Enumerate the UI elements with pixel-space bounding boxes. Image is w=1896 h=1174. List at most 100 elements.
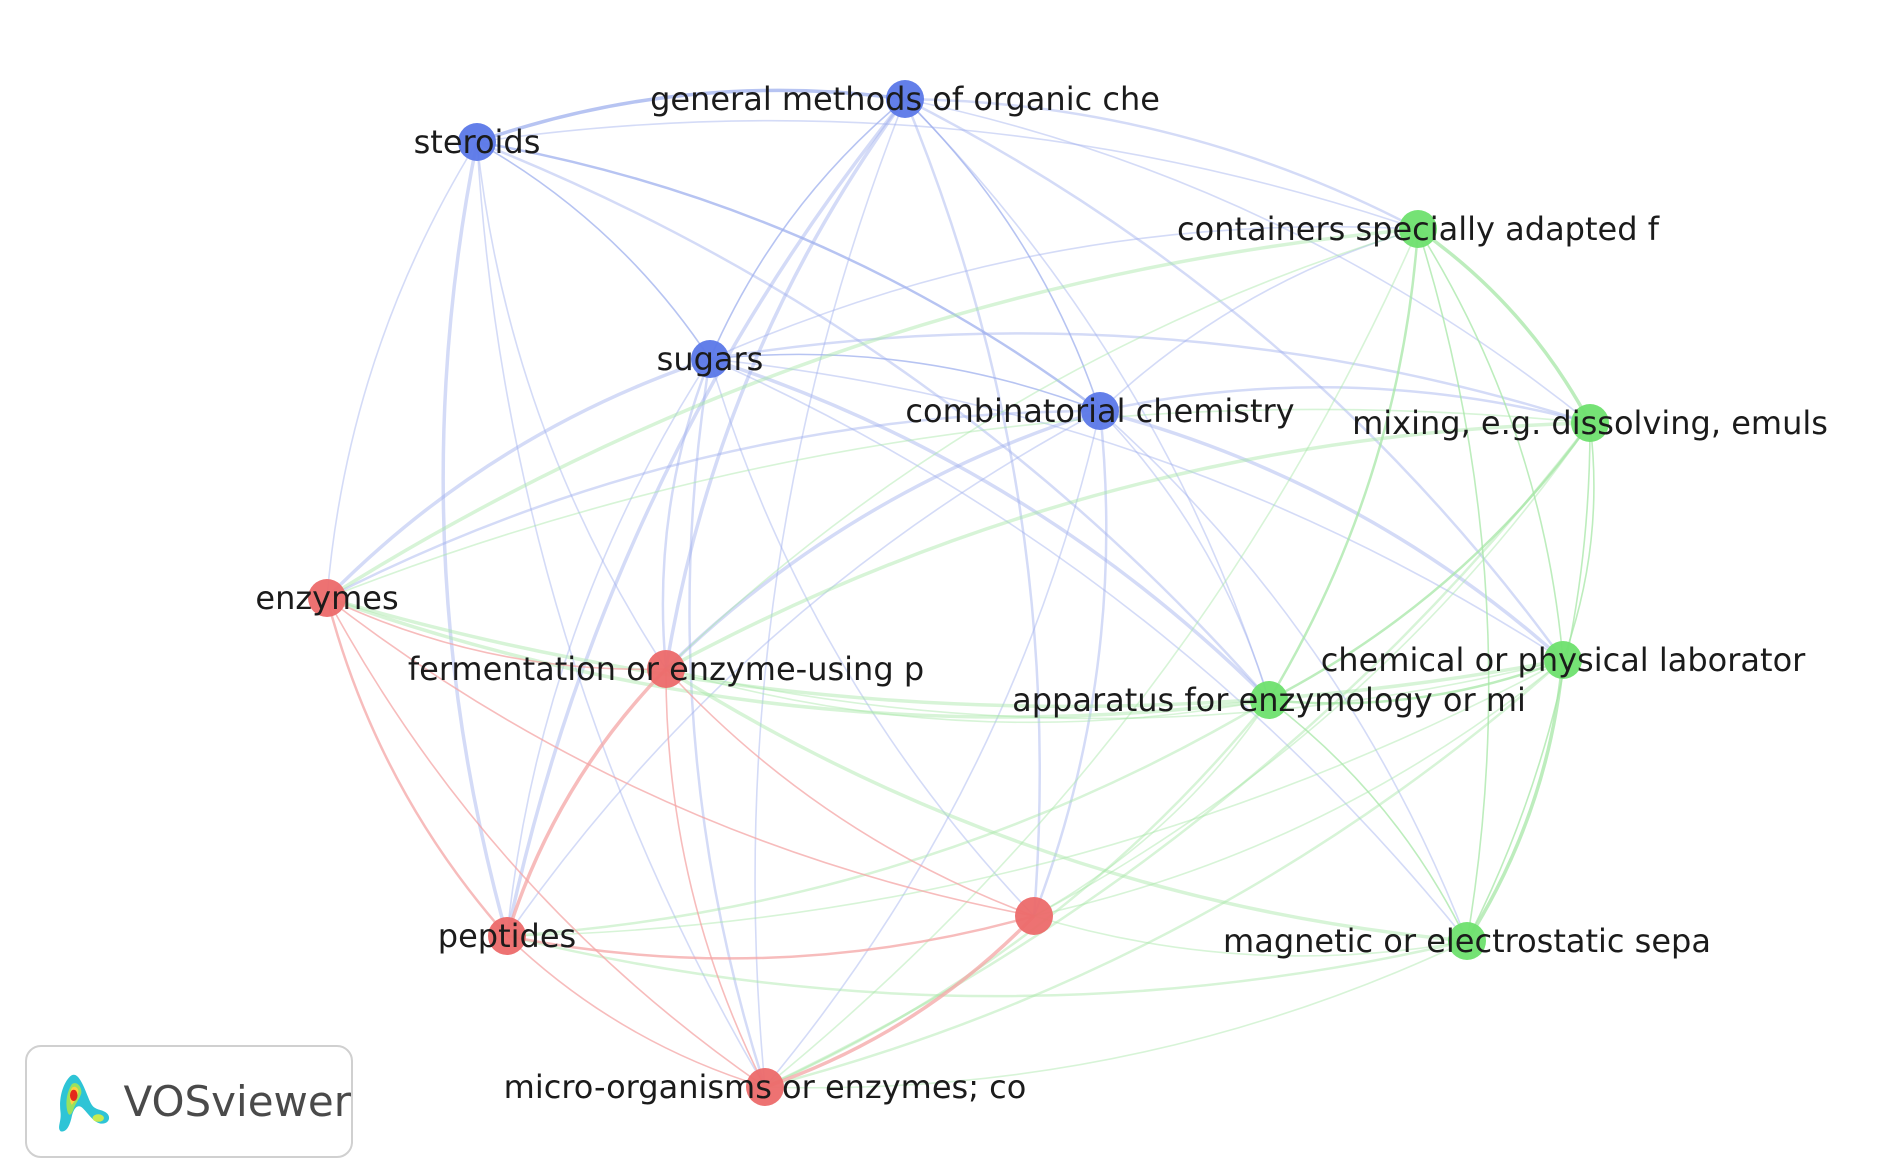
node-combinatorial[interactable]: [1081, 392, 1119, 430]
edge-mixing-chemical-lab: [1562, 422, 1595, 661]
edge-peptides-micro-organisms: [506, 935, 766, 1088]
edge-sugars-micro-organisms: [688, 358, 767, 1088]
edge-combinatorial-micro-organisms: [764, 410, 1101, 1088]
edge-magnetic-peptides: [506, 934, 1468, 998]
edge-containers-magnetic: [1417, 228, 1490, 942]
edge-containers-chemical-lab: [1417, 228, 1564, 661]
node-steroids[interactable]: [458, 123, 496, 161]
edge-combinatorial-chemical-lab: [1099, 409, 1565, 662]
edge-combinatorial-unlabeled: [1032, 410, 1108, 917]
edge-mixing-micro-organisms: [764, 422, 1591, 1089]
node-apparatus[interactable]: [1250, 681, 1288, 719]
edge-combinatorial-magnetic: [1099, 410, 1468, 942]
edge-mixing-fermentation: [665, 421, 1591, 671]
edge-containers-micro-organisms: [764, 228, 1419, 1088]
edge-fermentation-unlabeled: [665, 668, 1035, 917]
edge-steroids-enzymes: [326, 141, 478, 599]
edge-apparatus-unlabeled: [1033, 699, 1270, 917]
node-micro-organisms[interactable]: [746, 1068, 784, 1106]
node-label-steroids[interactable]: steroids: [414, 123, 541, 161]
edge-general-methods-peptides: [505, 97, 907, 937]
node-label-apparatus[interactable]: apparatus for enzymology or mi: [1012, 681, 1526, 719]
node-label-enzymes[interactable]: enzymes: [255, 579, 398, 617]
node-label-mixing[interactable]: mixing, e.g. dissolving, emuls: [1352, 404, 1828, 442]
edge-general-methods-apparatus: [904, 98, 1270, 701]
edge-chemical-lab-magnetic: [1465, 659, 1565, 942]
node-chemical-lab[interactable]: [1544, 641, 1582, 679]
edge-magnetic-micro-organisms: [764, 940, 1468, 1089]
edge-mixing-apparatus: [1268, 422, 1592, 702]
node-peptides[interactable]: [488, 917, 526, 955]
edge-peptides-unlabeled: [506, 914, 1035, 960]
node-label-sugars[interactable]: sugars: [657, 340, 764, 378]
edge-general-methods-fermentation: [664, 97, 907, 670]
node-mixing[interactable]: [1571, 404, 1609, 442]
edge-enzymes-fermentation: [326, 597, 667, 671]
edge-combinatorial-apparatus: [1099, 410, 1270, 701]
edge-sugars-enzymes: [325, 357, 711, 600]
node-label-fermentation[interactable]: fermentation or enzyme-using p: [408, 650, 924, 688]
node-label-chemical-lab[interactable]: chemical or physical laborator: [1321, 641, 1806, 679]
edge-apparatus-peptides: [506, 698, 1270, 938]
edge-sugars-combinatorial: [709, 353, 1101, 412]
edge-sugars-peptides: [506, 358, 711, 937]
edge-chemical-lab-micro-organisms: [764, 659, 1564, 1089]
edge-containers-fermentation: [665, 228, 1419, 670]
edge-steroids-containers: [476, 119, 1419, 230]
edge-containers-apparatus: [1267, 228, 1420, 701]
node-label-general-methods[interactable]: general methods of organic che: [650, 80, 1160, 118]
edge-general-methods-mixing: [904, 98, 1591, 424]
node-label-magnetic[interactable]: magnetic or electrostatic sepa: [1223, 922, 1711, 960]
edge-enzymes-micro-organisms: [326, 597, 766, 1088]
edge-fermentation-micro-organisms: [665, 668, 766, 1088]
edge-magnetic-fermentation: [665, 667, 1468, 943]
node-label-containers[interactable]: containers specially adapted f: [1177, 210, 1660, 248]
node-containers[interactable]: [1399, 210, 1437, 248]
edge-chemical-lab-fermentation: [665, 659, 1564, 720]
edge-general-methods-unlabeled: [903, 98, 1041, 917]
node-general-methods[interactable]: [886, 80, 924, 118]
edge-enzymes-peptides: [325, 597, 508, 937]
edge-containers-enzymes: [326, 227, 1419, 600]
edge-combinatorial-mixing: [1099, 386, 1591, 425]
node-fermentation[interactable]: [647, 650, 685, 688]
node-layer: [308, 80, 1609, 1106]
node-enzymes[interactable]: [308, 579, 346, 617]
edge-magnetic-unlabeled: [1033, 915, 1468, 957]
edge-steroids-sugars: [476, 141, 711, 360]
edge-apparatus-magnetic: [1268, 699, 1468, 942]
edge-enzymes-unlabeled: [326, 597, 1035, 917]
edge-apparatus-fermentation: [665, 668, 1270, 724]
node-sugars[interactable]: [691, 340, 729, 378]
node-unlabeled[interactable]: [1015, 897, 1053, 935]
edge-general-methods-chemical-lab: [904, 97, 1565, 661]
edge-general-methods-steroids: [476, 88, 906, 144]
edge-sugars-unlabeled: [709, 358, 1035, 917]
edge-combinatorial-enzymes: [326, 409, 1101, 600]
edge-fermentation-peptides: [505, 667, 668, 937]
edge-steroids-peptides: [441, 141, 509, 937]
label-layer: general methods of organic che steroids su…: [255, 80, 1828, 1106]
node-label-micro-organisms[interactable]: micro-organisms or enzymes; co: [504, 1068, 1027, 1106]
edge-combinatorial-containers: [1099, 228, 1419, 412]
edge-chemical-lab-peptides: [506, 659, 1564, 937]
edge-chemical-lab-apparatus: [1268, 658, 1564, 705]
edge-containers-mixing: [1416, 227, 1592, 424]
edge-apparatus-enzymes: [326, 596, 1270, 719]
edge-combinatorial-peptides: [506, 410, 1101, 937]
vosviewer-logo-box: VOSviewer: [25, 1045, 353, 1158]
vosviewer-logo-text: VOSviewer: [123, 1077, 351, 1126]
edge-steroids-fermentation: [476, 141, 667, 670]
node-label-peptides[interactable]: peptides: [438, 917, 576, 955]
edge-steroids-apparatus: [476, 140, 1270, 701]
edge-sugars-chemical-lab: [709, 358, 1564, 661]
node-label-combinatorial[interactable]: combinatorial chemistry: [905, 392, 1294, 430]
edge-chemical-lab-enzymes: [326, 596, 1564, 709]
node-magnetic[interactable]: [1448, 922, 1486, 960]
edge-combinatorial-fermentation: [664, 409, 1101, 671]
edge-unlabeled-micro-organisms: [764, 914, 1036, 1089]
edge-general-methods-sugars: [709, 98, 906, 360]
edge-general-methods-containers: [904, 97, 1419, 231]
edge-sugars-apparatus: [709, 357, 1271, 702]
